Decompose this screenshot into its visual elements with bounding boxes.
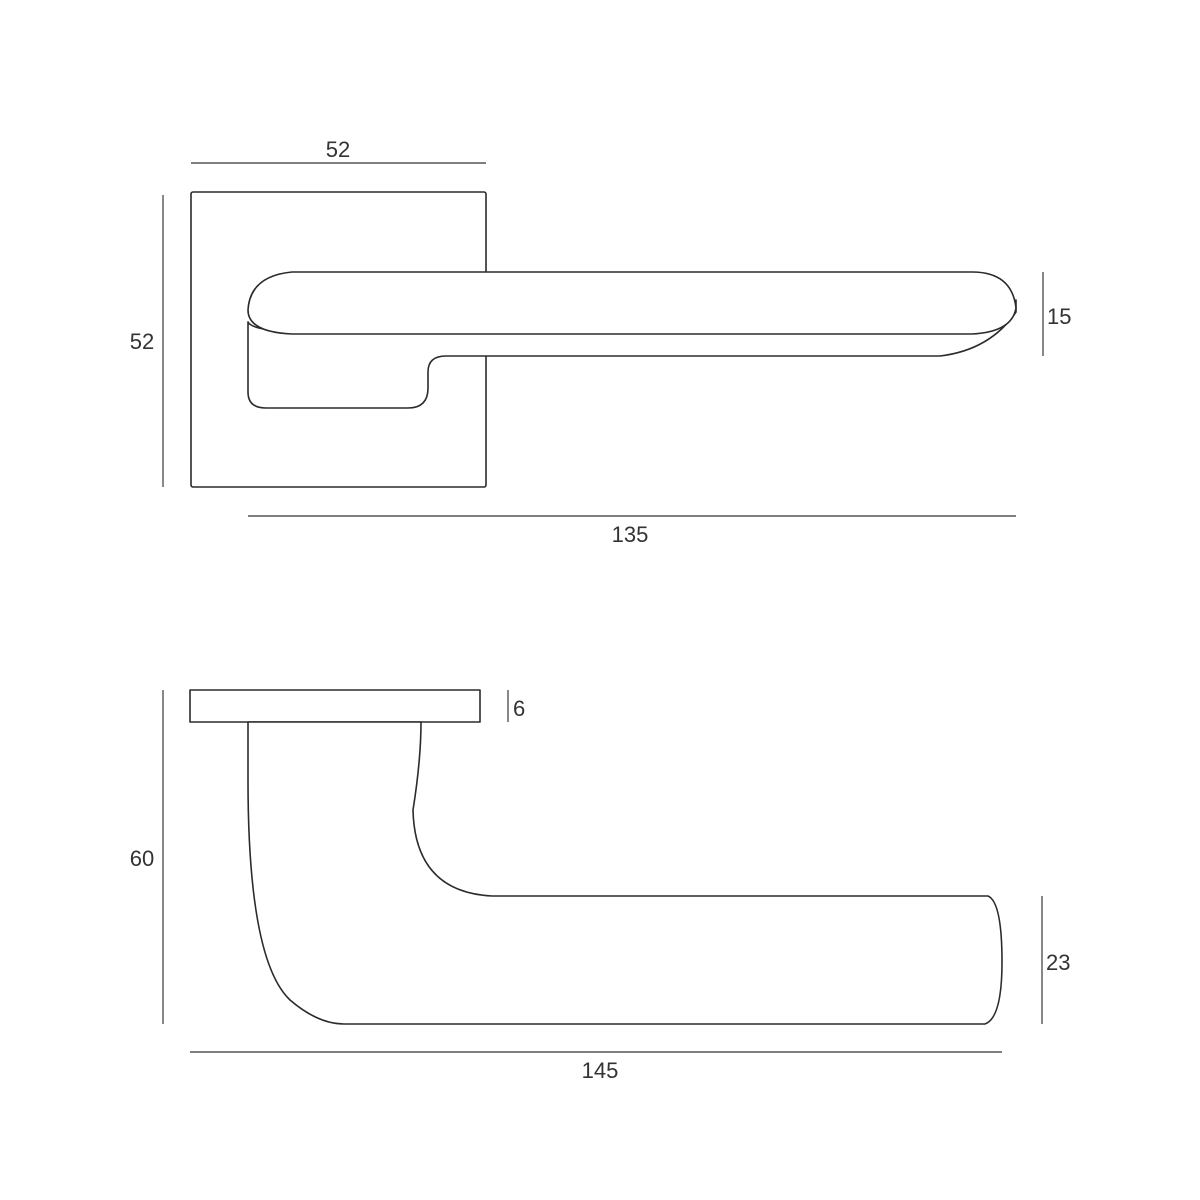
side-rose-plate (189, 689, 481, 723)
side-lever-body (247, 721, 1003, 1025)
dim-side-lever-length-label: 145 (582, 1058, 619, 1083)
dim-side-rose-thickness-label: 6 (513, 696, 525, 721)
side-view: 6 60 23 145 (130, 689, 1070, 1083)
dim-top-rose-width-label: 52 (326, 137, 350, 162)
dim-side-total-height-label: 60 (130, 846, 154, 871)
dim-top-lever-thickness-label: 15 (1047, 304, 1071, 329)
top-view: 52 52 15 135 (130, 137, 1072, 547)
top-lever-grip (247, 271, 1017, 335)
dim-side-lever-height-label: 23 (1046, 950, 1070, 975)
dim-top-lever-length-label: 135 (612, 522, 649, 547)
dim-top-rose-height-label: 52 (130, 329, 154, 354)
